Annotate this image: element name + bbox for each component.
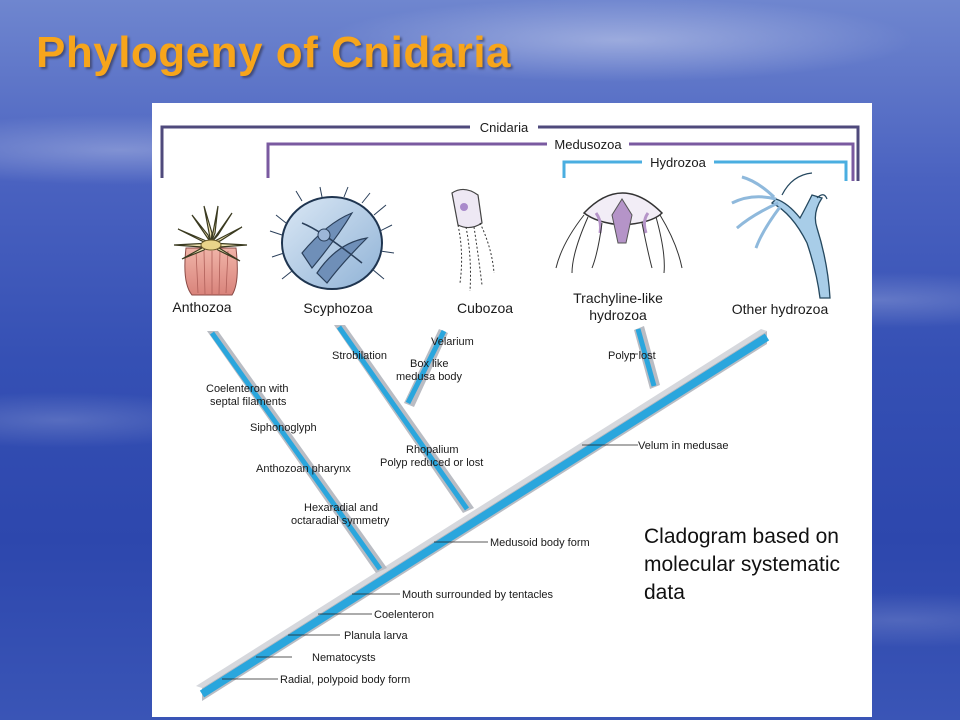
char-radial: Radial, polypoid body form (280, 674, 410, 686)
taxon-other-hydrozoa: Other hydrozoa (732, 301, 829, 317)
trachyline-illustration (555, 192, 683, 274)
anthozoa-illustration (173, 205, 248, 296)
other-hydrozoa-illustration (731, 172, 831, 299)
cladogram-branches (196, 325, 770, 701)
cladogram-figure: Cnidaria Medusozoa Hydrozoa (152, 103, 872, 717)
char-mouth: Mouth surrounded by tentacles (402, 589, 554, 601)
group-label-cnidaria: Cnidaria (480, 120, 529, 135)
char-hexaradial-1: Hexaradial and (304, 502, 378, 514)
character-leader-lines (222, 353, 638, 680)
taxon-trachyline-line2: hydrozoa (589, 307, 647, 323)
char-planula: Planula larva (344, 630, 408, 642)
caption-line-3: data (644, 581, 685, 604)
hydrozoa-bracket: Hydrozoa (562, 154, 848, 181)
caption-line-2: molecular systematic (644, 553, 841, 576)
char-velum: Velum in medusae (638, 440, 729, 452)
char-polyp-lost: Polyp lost (608, 350, 656, 362)
char-coelenteron-septal-1: Coelenteron with (206, 383, 289, 395)
taxon-anthozoa: Anthozoa (172, 299, 231, 315)
char-anthozoan-pharynx: Anthozoan pharynx (256, 463, 351, 475)
group-label-medusozoa: Medusozoa (554, 137, 622, 152)
char-box-like-1: Box like (410, 358, 449, 370)
char-rhopalium: Rhopalium (406, 444, 459, 456)
char-medusoid: Medusoid body form (490, 537, 590, 549)
taxon-scyphozoa: Scyphozoa (303, 300, 372, 316)
taxon-trachyline-line1: Trachyline-like (573, 290, 663, 306)
scyphozoa-illustration (269, 186, 395, 290)
medusozoa-bracket: Medusozoa (266, 136, 855, 181)
char-velarium: Velarium (431, 336, 474, 348)
cnidaria-bracket: Cnidaria (160, 119, 860, 181)
char-polyp-reduced: Polyp reduced or lost (380, 457, 483, 469)
slide-title: Phylogeny of Cnidaria (36, 28, 512, 77)
figure-caption: Cladogram based on molecular systematic … (644, 523, 872, 607)
char-box-like-2: medusa body (396, 371, 463, 383)
char-coelenteron-septal-2: septal filaments (210, 396, 287, 408)
cubozoa-illustration (451, 188, 495, 292)
char-hexaradial-2: octaradial symmetry (291, 515, 390, 527)
caption-line-1: Cladogram based on (644, 525, 839, 548)
group-label-hydrozoa: Hydrozoa (650, 155, 706, 170)
char-siphonoglyph: Siphonoglyph (250, 422, 317, 434)
character-labels: Coelenteron with septal filaments Siphon… (206, 336, 729, 686)
cladogram-svg: Cnidaria Medusozoa Hydrozoa (160, 119, 860, 701)
taxon-cubozoa: Cubozoa (457, 300, 513, 316)
char-strobilation: Strobilation (332, 350, 387, 362)
char-coelenteron: Coelenteron (374, 609, 434, 621)
char-nematocysts: Nematocysts (312, 652, 376, 664)
